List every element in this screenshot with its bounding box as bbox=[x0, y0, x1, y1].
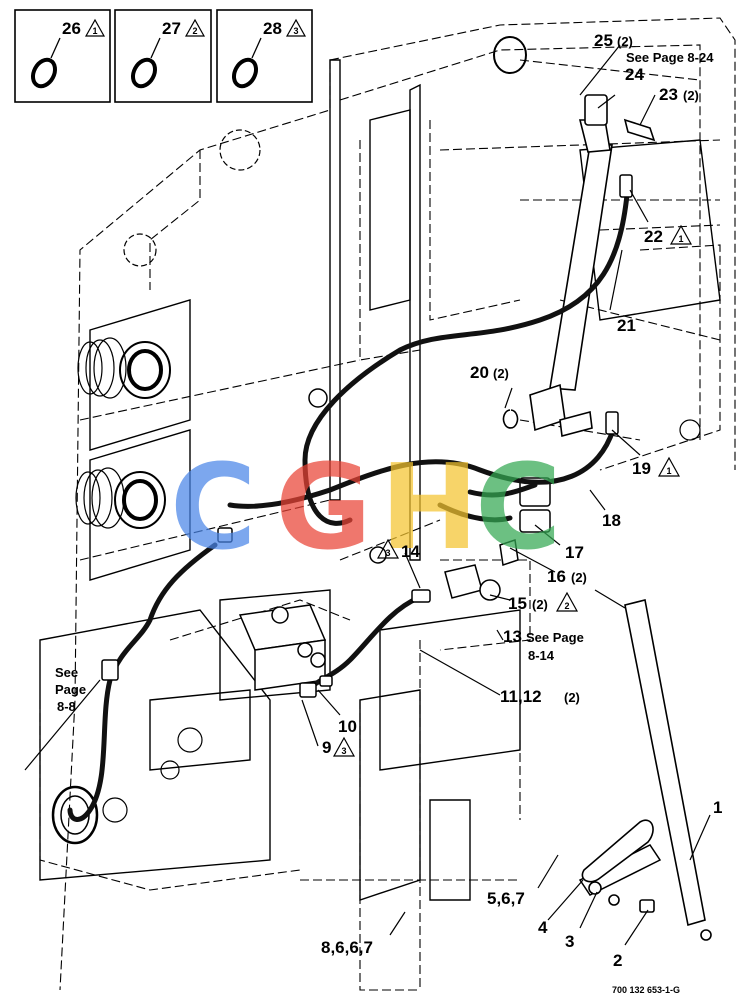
watermark: C G H C bbox=[170, 438, 562, 576]
legend-26-note: 1 bbox=[93, 26, 98, 36]
callout-19-note: 1 bbox=[667, 466, 672, 476]
note-triangle-icon bbox=[285, 18, 307, 37]
roller-bearings bbox=[51, 36, 701, 845]
callout-13: 13 bbox=[503, 627, 522, 646]
callout-14: 14 bbox=[401, 542, 420, 561]
callout-9: 9 bbox=[322, 738, 331, 757]
callout-15: 15 bbox=[508, 594, 527, 613]
see-page-8-8-line3: 8-8 bbox=[57, 699, 76, 714]
legend-26-number: 26 bbox=[62, 19, 81, 38]
callout-16: 16 bbox=[547, 567, 566, 586]
callout-2: 2 bbox=[613, 951, 622, 970]
callout-8-6-6-7: 8,6,6,7 bbox=[321, 938, 373, 957]
callout-18: 18 bbox=[602, 511, 621, 530]
o-ring-icon bbox=[30, 57, 58, 89]
see-page-8-8-line2: Page bbox=[55, 682, 86, 697]
watermark-letter-3: H bbox=[380, 438, 479, 576]
callout-11-12: 11,12 bbox=[500, 687, 542, 706]
leader-line bbox=[50, 37, 61, 59]
callout-10: 10 bbox=[338, 717, 357, 736]
callout-9-note: 3 bbox=[342, 746, 347, 756]
callout-16-qty: (2) bbox=[571, 570, 587, 585]
callout-24: 24 bbox=[625, 65, 644, 84]
leader-line bbox=[150, 37, 161, 59]
callout-21: 21 bbox=[617, 316, 636, 335]
watermark-letter-2: G bbox=[275, 438, 372, 576]
callout-1: 1 bbox=[713, 798, 722, 817]
note-triangle-icon bbox=[184, 18, 206, 37]
callout-19: 19 bbox=[632, 459, 651, 478]
callout-15-note: 2 bbox=[565, 601, 570, 611]
callout-11-12-qty: (2) bbox=[564, 690, 580, 705]
callout-labels: 25 (2) See Page 8-24 24 23 (2) 22 1 21 2… bbox=[55, 31, 722, 995]
frame-members bbox=[39, 59, 721, 901]
callout-23: 23 bbox=[659, 85, 678, 104]
legend-27-note: 2 bbox=[193, 26, 198, 36]
figure-id: 700 132 653-1-G bbox=[612, 985, 680, 995]
valve-block bbox=[238, 477, 662, 896]
watermark-letter-1: C bbox=[170, 438, 257, 576]
legend-28-number: 28 bbox=[263, 19, 282, 38]
note-triangle-icon bbox=[669, 224, 693, 245]
legend-27-number: 27 bbox=[162, 19, 181, 38]
see-page-8-24: See Page 8-24 bbox=[626, 50, 714, 65]
callout-20: 20 bbox=[470, 363, 489, 382]
callout-14-note: 3 bbox=[386, 548, 391, 558]
note-triangle-icon bbox=[84, 18, 106, 37]
callout-23-qty: (2) bbox=[683, 88, 699, 103]
watermark-letter-4: C bbox=[475, 438, 562, 576]
legend-box-27: 27 2 bbox=[114, 9, 212, 103]
callout-22: 22 bbox=[644, 227, 663, 246]
note-triangle-icon bbox=[657, 456, 681, 477]
see-page-8-14-line2: 8-14 bbox=[528, 648, 555, 663]
legend-box-26: 26 1 bbox=[14, 9, 111, 103]
callout-20-qty: (2) bbox=[493, 366, 509, 381]
callout-5-6-7: 5,6,7 bbox=[487, 889, 525, 908]
callout-22-note: 1 bbox=[679, 234, 684, 244]
callout-25-qty: (2) bbox=[617, 34, 633, 49]
lift-lever bbox=[581, 599, 712, 941]
callout-25: 25 bbox=[594, 31, 613, 50]
callout-15-qty: (2) bbox=[532, 597, 548, 612]
hose-fittings bbox=[101, 174, 633, 698]
callout-17: 17 bbox=[565, 543, 584, 562]
leader-lines bbox=[24, 44, 711, 946]
callout-4: 4 bbox=[538, 918, 548, 937]
note-triangle-icon bbox=[376, 538, 400, 559]
see-page-8-14-line1: See Page bbox=[526, 630, 584, 645]
hydraulic-cylinder bbox=[502, 94, 656, 438]
o-ring-icon bbox=[130, 57, 158, 89]
note-triangle-icon bbox=[332, 736, 356, 757]
legend-box-28: 28 3 bbox=[216, 9, 313, 103]
callout-3: 3 bbox=[565, 932, 574, 951]
legend-28-note: 3 bbox=[294, 26, 299, 36]
o-ring-icon bbox=[231, 57, 259, 89]
see-page-8-8-line1: See bbox=[55, 665, 78, 680]
note-triangle-icon bbox=[555, 591, 579, 612]
leader-line bbox=[251, 37, 262, 59]
